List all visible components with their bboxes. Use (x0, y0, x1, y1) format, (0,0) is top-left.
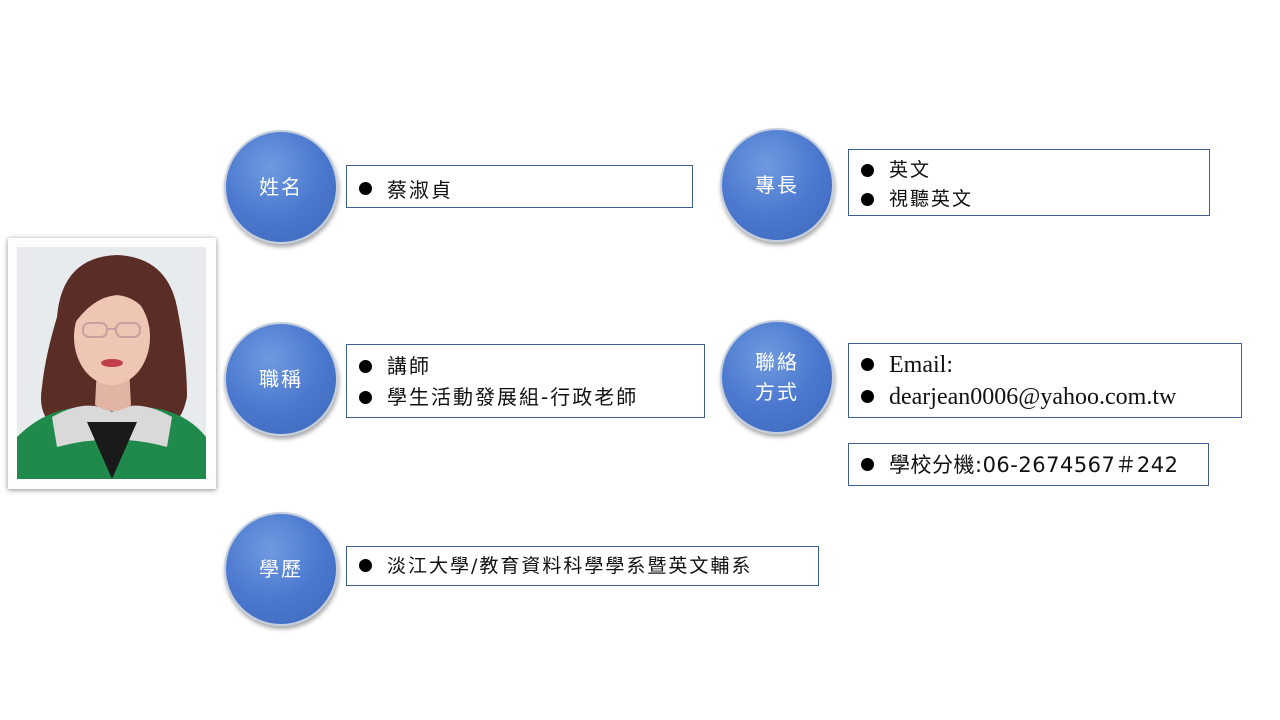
education-item: 淡江大學/教育資料科學學系暨英文輔系 (357, 552, 808, 580)
specialty-item: 英文 (859, 156, 1199, 185)
contact-label-line2: 方式 (755, 380, 799, 404)
education-label: 學歷 (259, 557, 303, 581)
name-box: 蔡淑貞 (346, 165, 693, 208)
contact-label-circle: 聯絡 方式 (720, 320, 834, 434)
extension-box: 學校分機:06-2674567＃242 (848, 443, 1209, 486)
email-address: dearjean0006@yahoo.com.tw (859, 381, 1231, 413)
profile-photo-image (17, 247, 206, 479)
name-label: 姓名 (259, 175, 303, 199)
contact-label-line1: 聯絡 (755, 350, 799, 374)
title-label-circle: 職稱 (224, 322, 338, 436)
specialty-label-circle: 專長 (720, 128, 834, 242)
name-label-circle: 姓名 (224, 130, 338, 244)
profile-photo-frame (8, 238, 216, 489)
contact-box: Email: dearjean0006@yahoo.com.tw (848, 343, 1242, 418)
education-label-circle: 學歷 (224, 512, 338, 626)
education-box: 淡江大學/教育資料科學學系暨英文輔系 (346, 546, 819, 586)
title-item: 講師 (357, 351, 694, 382)
email-label: Email: (859, 349, 1231, 381)
title-item: 學生活動發展組-行政老師 (357, 382, 694, 413)
title-label: 職稱 (259, 367, 303, 391)
specialty-box: 英文 視聽英文 (848, 149, 1210, 216)
profile-photo (17, 247, 206, 479)
specialty-item: 視聽英文 (859, 185, 1199, 214)
name-value: 蔡淑貞 (357, 174, 682, 203)
school-extension: 學校分機:06-2674567＃242 (859, 450, 1198, 480)
title-box: 講師 學生活動發展組-行政老師 (346, 344, 705, 418)
specialty-label: 專長 (755, 173, 799, 197)
